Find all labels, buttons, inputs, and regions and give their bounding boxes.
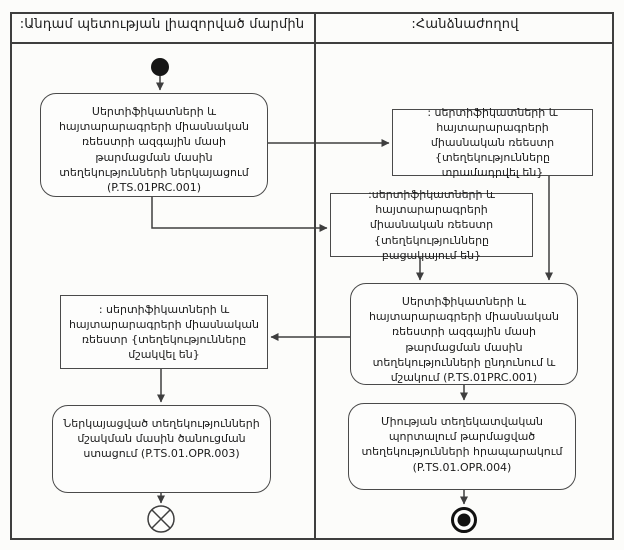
- action-submit-info-label: Սերտիֆիկատների և հայտարարագրերի միասնակա…: [58, 105, 250, 194]
- object-registry-info-processed-label: : սերտիֆիկատների և հայտարարագրերի միասնա…: [68, 302, 260, 362]
- action-submit-info: Սերտիֆիկատների և հայտարարագրերի միասնակա…: [40, 93, 268, 197]
- swimlane-divider: [314, 12, 316, 540]
- lane-title-commission: :Հանձնաժողով: [411, 17, 519, 32]
- object-registry-info-missing-label: :սերտիֆիկատների և հայտարարագրերի միասնակ…: [368, 188, 495, 262]
- action-receive-processing-notification-label: Ներկայացված տեղեկությունների մշակման մաս…: [63, 417, 260, 461]
- action-receive-and-process-info-label: Սերտիֆիկատների և հայտարարագրերի միասնակա…: [368, 295, 560, 384]
- action-receive-processing-notification: Ներկայացված տեղեկությունների մշակման մաս…: [52, 405, 271, 493]
- action-receive-and-process-info: Սերտիֆիկատների և հայտարարագրերի միասնակա…: [350, 283, 578, 385]
- lane-title-authorized-body: :Անդամ պետության լիազորված մարմին: [19, 17, 305, 32]
- action-publish-updated-info: Միության տեղեկատվական պորտալում թարմացվա…: [348, 403, 576, 490]
- action-publish-updated-info-label: Միության տեղեկատվական պորտալում թարմացվա…: [361, 415, 563, 474]
- swimlane-header-line: [10, 42, 614, 44]
- object-registry-info-missing: :սերտիֆիկատների և հայտարարագրերի միասնակ…: [330, 188, 533, 262]
- object-registry-info-processed: : սերտիֆիկատների և հայտարարագրերի միասնա…: [60, 295, 268, 369]
- object-registry-info-provided-label: : սերտիֆիկատների և հայտարարագրերի միասնա…: [427, 105, 558, 180]
- swimlane-frame: [10, 12, 614, 540]
- object-registry-info-provided: : սերտիֆիկատների և հայտարարագրերի միասնա…: [392, 106, 593, 179]
